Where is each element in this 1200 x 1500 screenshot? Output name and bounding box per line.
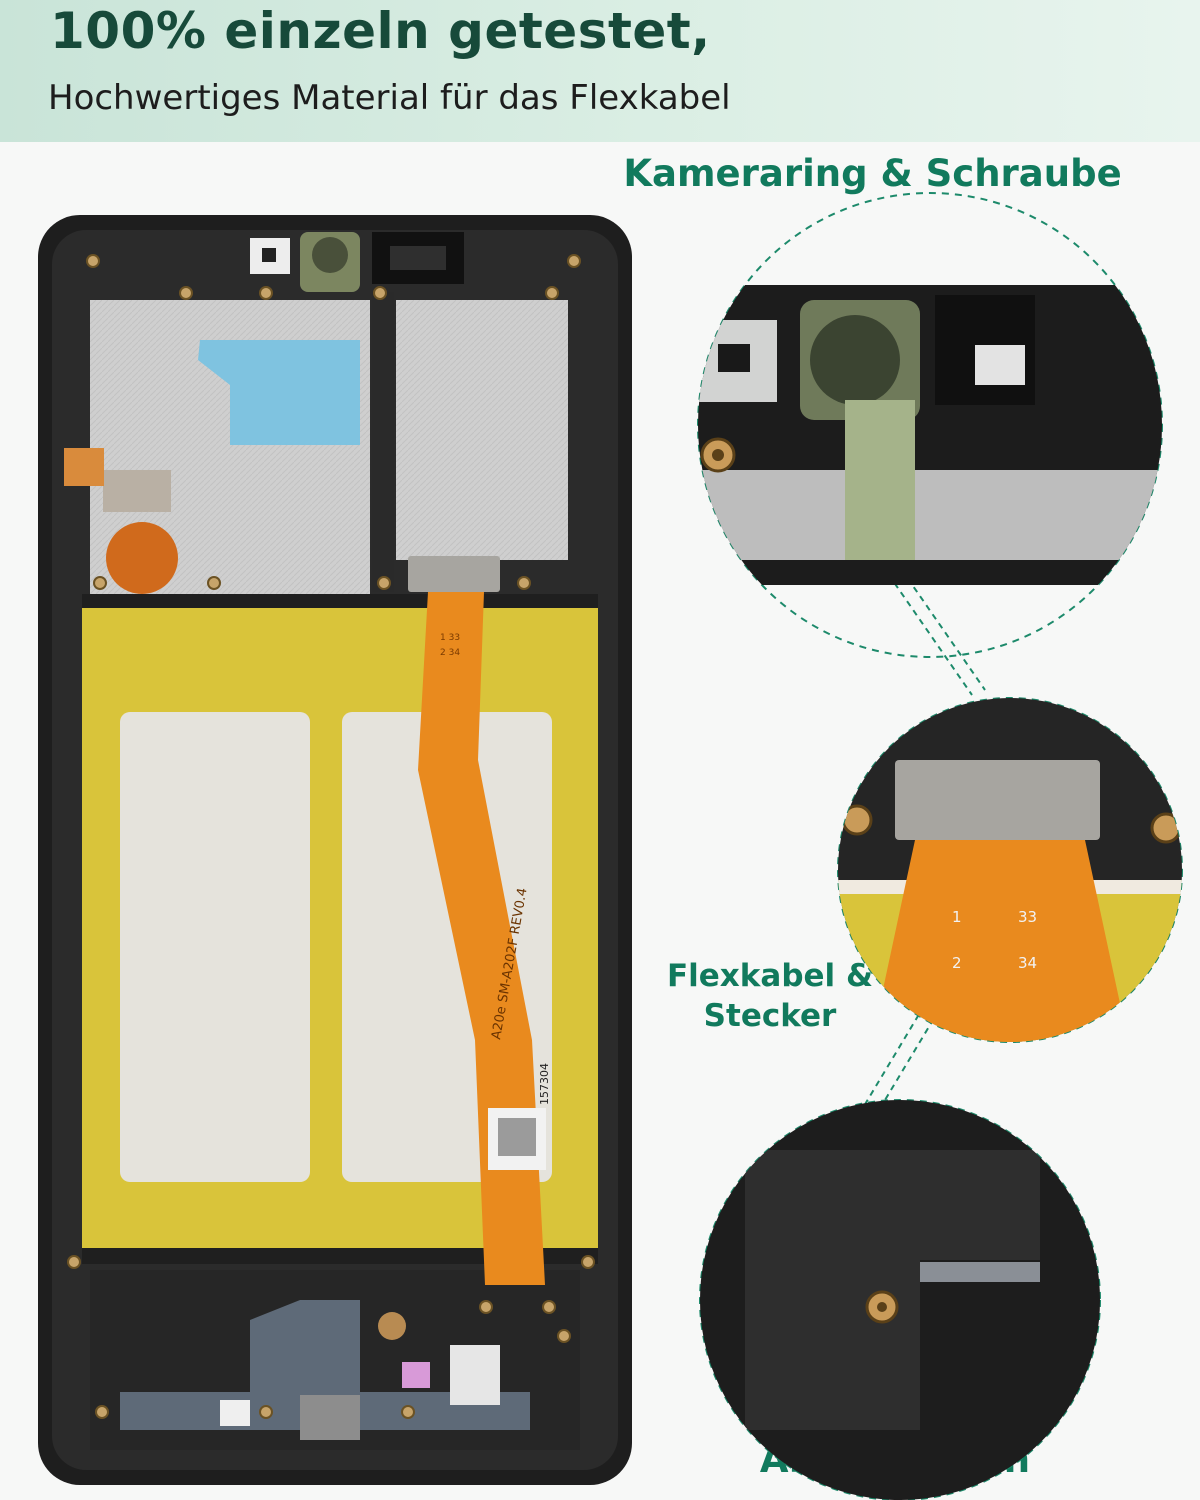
zoom-arc-detail	[700, 1100, 1100, 1500]
connector-line-1b	[881, 564, 973, 696]
zoom-camera-detail	[698, 285, 1162, 585]
zoom-pin-1: 1	[952, 908, 962, 926]
header-subtitle: Hochwertiges Material für das Flexkabel	[48, 78, 731, 118]
copper-pad	[106, 522, 178, 594]
flex-pin-text-top: 1 33	[440, 633, 460, 643]
lcd-frame: 1 33 2 34 A20e SM-A202F REV0.4 157304	[38, 215, 632, 1485]
camera-ring-label: Kameraring & Schraube	[623, 152, 1122, 195]
flex-connector	[408, 556, 500, 592]
blue-sticker	[198, 340, 360, 445]
flex-cable-label-line1: Flexkabel &	[666, 958, 874, 994]
upper-right-bay	[396, 300, 568, 560]
header-banner: 100% einzeln getestet, Hochwertiges Mate…	[0, 0, 1200, 142]
serial-number: 157304	[538, 1063, 551, 1105]
header-title: 100% einzeln getestet,	[50, 2, 711, 60]
zoom-pin-34: 34	[1018, 954, 1037, 972]
flex-pin-text-bottom: 2 34	[440, 648, 460, 658]
connector-line-2b	[854, 995, 931, 1122]
zoom-flex-detail: 1 33 2 34	[838, 698, 1182, 1042]
zoom-pin-33: 33	[1018, 908, 1037, 926]
zoom-pin-2: 2	[952, 954, 962, 972]
battery-window-left	[120, 712, 310, 1182]
flex-cable-label: Flexkabel & Stecker	[650, 956, 890, 1036]
flex-cable-label-line2: Stecker	[703, 998, 837, 1034]
